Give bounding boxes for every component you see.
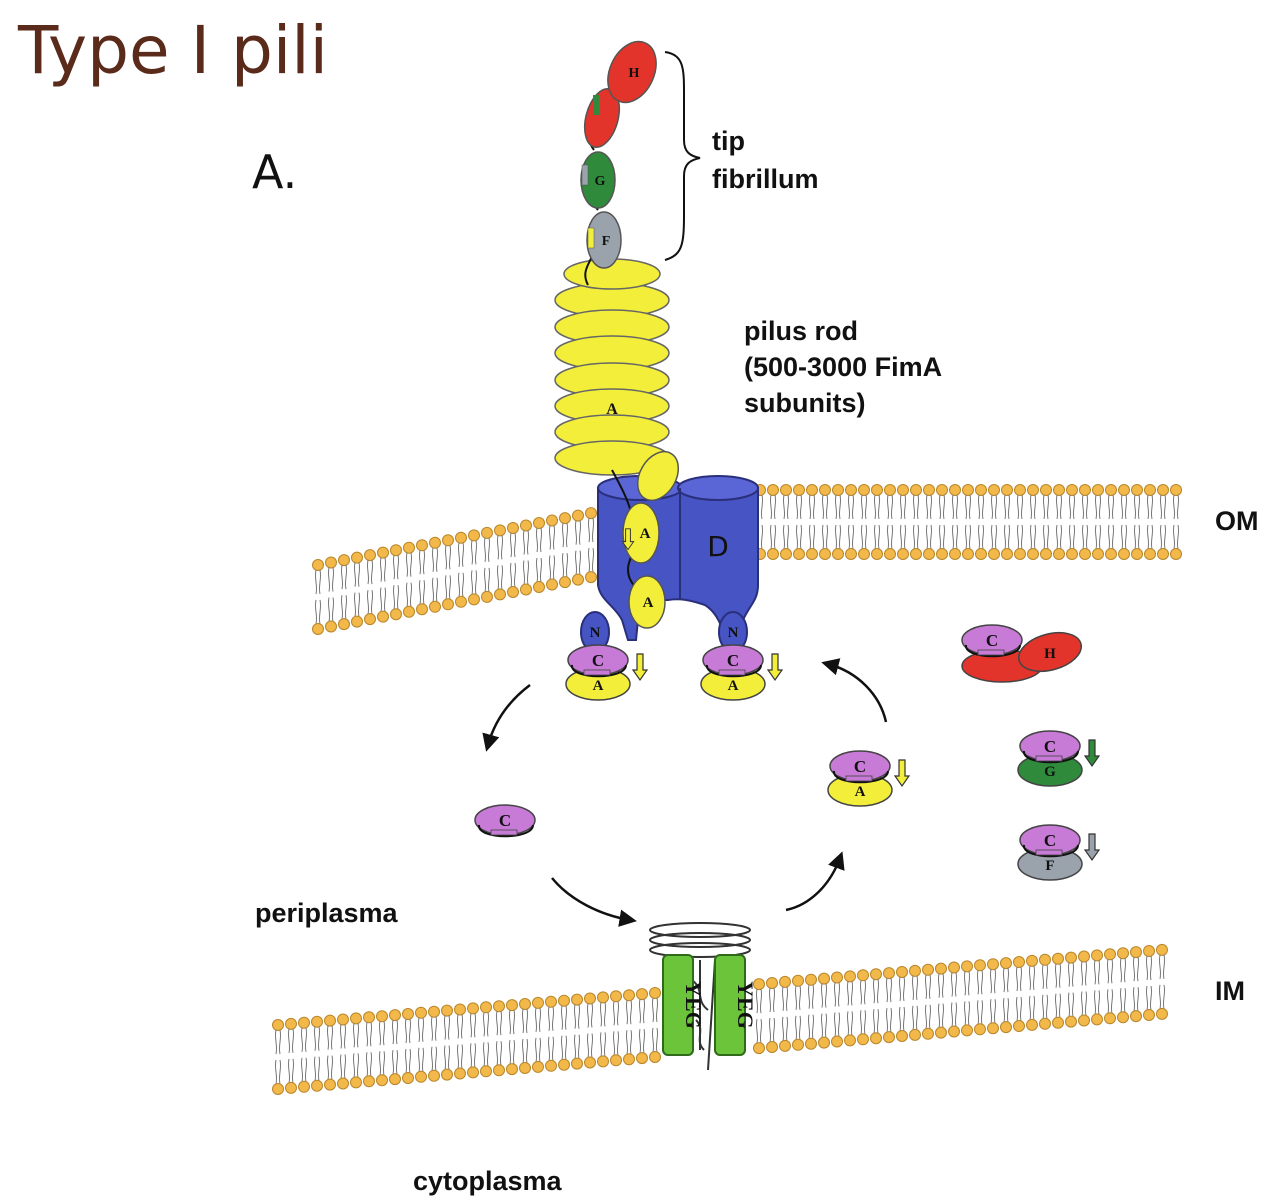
cytoplasma-label: cytoplasma xyxy=(413,1166,563,1196)
fimc-label: C xyxy=(1044,737,1056,756)
usher-a1-label: A xyxy=(640,526,651,542)
fimh-label: H xyxy=(629,66,640,81)
pilin-label: F xyxy=(1045,858,1054,874)
fimd-n-right-label: N xyxy=(728,625,739,641)
fimc-label: C xyxy=(986,631,998,650)
chaperone-complex: C xyxy=(474,804,536,838)
pilin-label: H xyxy=(1044,646,1056,662)
fimf-label: F xyxy=(602,234,611,249)
fimd-usher: D N N xyxy=(580,475,759,653)
chaperone-complex: FC xyxy=(1017,824,1101,881)
chaperone-complex: GC xyxy=(1017,730,1101,787)
fima-in-usher: A A xyxy=(611,451,680,629)
chaperone-complex: AC xyxy=(827,750,911,807)
fimc-label: C xyxy=(499,811,511,830)
fimc-label: C xyxy=(1044,831,1056,850)
fimg-label: G xyxy=(595,174,606,189)
rod-label-line3: subunits) xyxy=(744,388,866,418)
om-label: OM xyxy=(1215,506,1259,536)
tip-label-line1: tip xyxy=(712,126,745,156)
usher-a2-label: A xyxy=(643,595,654,611)
slide-title: Type I pili xyxy=(17,12,328,89)
chaperone-complex: AC xyxy=(700,644,784,701)
tip-label-line2: fibrillum xyxy=(712,164,819,194)
chaperone-complex: AC xyxy=(565,644,649,701)
secyeg-channel: YEG YEG xyxy=(662,954,758,1056)
pilin-label: A xyxy=(728,678,739,694)
yeg-left-label: YEG xyxy=(681,981,706,1029)
panel-label: A. xyxy=(252,145,297,199)
assembly-cycle-arrows xyxy=(482,658,888,927)
rod-subunit-label: A xyxy=(606,401,618,418)
im-label: IM xyxy=(1215,976,1245,1006)
fimc-label: C xyxy=(592,651,604,670)
pilus-rod xyxy=(554,258,670,476)
fimd-n-left-label: N xyxy=(590,625,601,641)
fimc-label: C xyxy=(854,757,866,776)
fimd-label: D xyxy=(707,530,729,563)
periplasma-label: periplasma xyxy=(255,898,399,928)
tip-fibrillum: H G F xyxy=(580,40,657,286)
yeg-right-label: YEG xyxy=(733,981,758,1029)
tip-brace xyxy=(664,51,701,261)
fimc-label: C xyxy=(727,651,739,670)
pilin-label: A xyxy=(593,678,604,694)
rod-label-line1: pilus rod xyxy=(744,316,858,346)
pilin-label: A xyxy=(855,784,866,800)
rod-label-line2: (500-3000 FimA xyxy=(744,352,942,382)
chaperone-complex: HC xyxy=(961,624,1083,683)
pilin-label: G xyxy=(1044,764,1056,780)
